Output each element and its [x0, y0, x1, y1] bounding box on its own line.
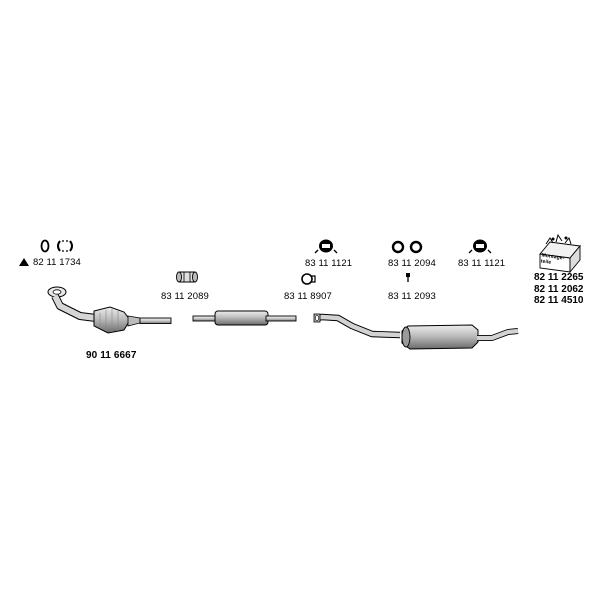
rear-silencer-icon: [313, 313, 519, 350]
part-number-clamp-middle: 83 11 8907: [284, 291, 332, 302]
mounting-kit-numbers: 82 11 2265 82 11 2062 82 11 4510: [534, 272, 584, 307]
middle-silencer-icon: [192, 310, 297, 326]
mounting-kit-number: 82 11 2265: [534, 272, 584, 283]
part-number-hanger-1: 83 11 1121: [305, 258, 353, 269]
part-number-rubber-rings: 83 11 2094: [388, 258, 436, 269]
gasket-icon: [40, 239, 50, 253]
hanger-icon-1: [314, 239, 338, 254]
rubber-rings-icon: [391, 240, 423, 254]
catalytic-converter-icon: [47, 286, 172, 334]
part-number-catalytic-converter: 90 11 6667: [86, 350, 137, 361]
mounting-kit-number: 82 11 4510: [534, 295, 584, 306]
bolt-icon: [406, 273, 410, 282]
part-number-gasket-clamp-set: 82 11 1734: [33, 257, 81, 268]
mounting-kit-number: 82 11 2062: [534, 283, 584, 295]
mounting-parts-box-icon: [539, 233, 581, 274]
part-number-clamp-front: 83 11 2089: [161, 291, 209, 302]
hanger-icon-2: [468, 239, 492, 254]
new-part-triangle-icon: [19, 258, 29, 266]
mounting-box-label-line2: teile: [540, 257, 552, 266]
part-number-hanger-2: 83 11 1121: [458, 258, 506, 269]
clamp-front-icon: [176, 271, 198, 283]
part-number-bolt: 83 11 2093: [388, 291, 436, 302]
clamp-middle-icon: [301, 273, 316, 285]
clamp-pair-icon: [57, 240, 73, 252]
